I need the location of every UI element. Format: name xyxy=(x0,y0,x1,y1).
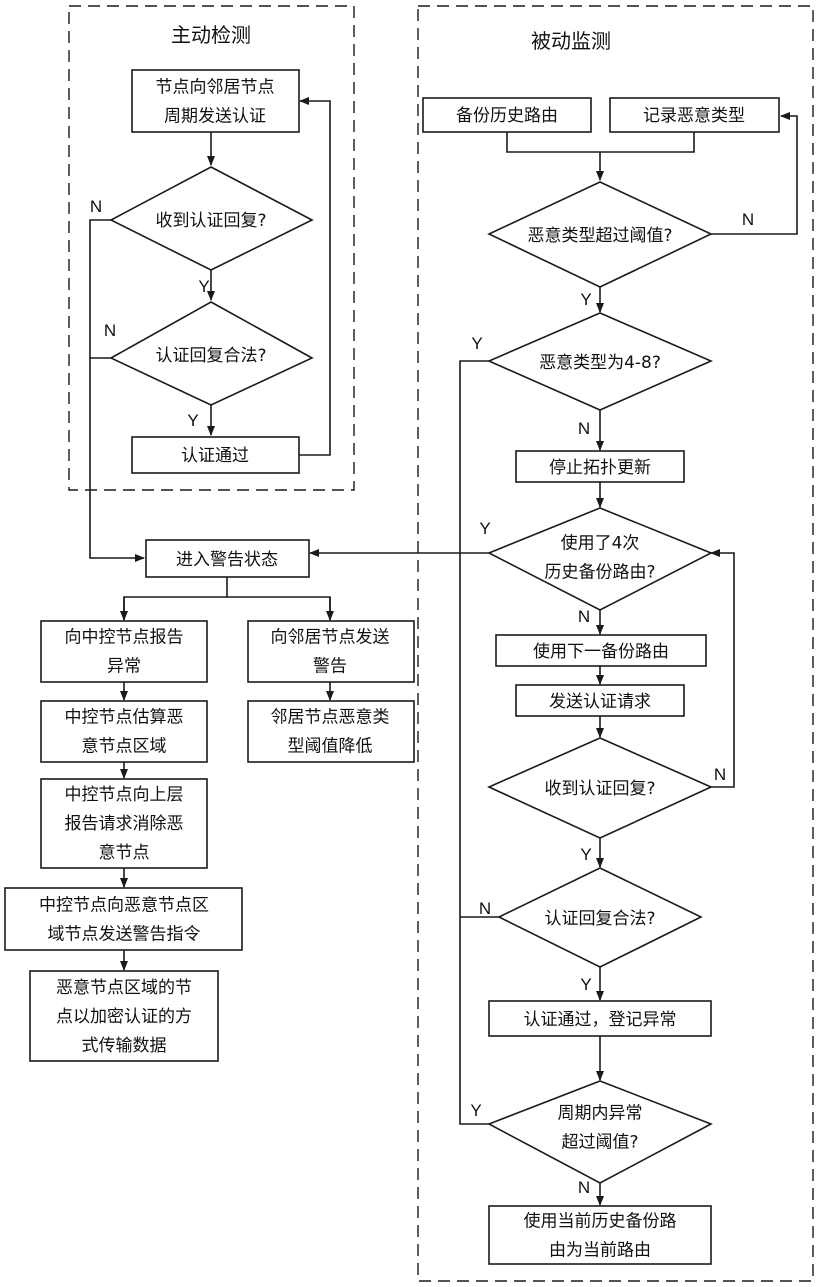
node-label-p10: 认证回复合法? xyxy=(544,909,655,929)
node-label-line: 报告请求消除恶 xyxy=(65,814,184,834)
node-label-line: 邻居节点恶意类 xyxy=(271,708,390,728)
node-label-p1: 备份历史路由 xyxy=(456,106,558,126)
node-label-p4: 恶意类型为4-8? xyxy=(539,353,661,373)
branch-yes-label: Y xyxy=(470,1101,481,1120)
branch-no-label: N xyxy=(578,419,590,438)
node-label-line: 恶意类型为4-8? xyxy=(539,353,661,373)
node-label-line: 式传输数据 xyxy=(82,1036,167,1056)
node-label-line: 意节点区域 xyxy=(82,737,167,757)
node-label-line: 使用下一备份路由 xyxy=(533,641,669,662)
branch-no-label: N xyxy=(479,899,491,918)
branch-yes-label: Y xyxy=(580,845,591,864)
node-label-line: 型阈值降低 xyxy=(288,737,373,757)
branch-no-label: N xyxy=(714,765,726,784)
node-label-line: 异常 xyxy=(107,657,141,677)
node-label-p9: 收到认证回复? xyxy=(544,779,655,799)
node-label-line: 认证回复合法? xyxy=(544,909,655,929)
node-label-line: 超过阈值? xyxy=(561,1133,638,1153)
node-label-line: 认证通过 xyxy=(181,446,249,466)
node-label-p3: 恶意类型超过阈值? xyxy=(527,226,672,246)
branch-no-label: N xyxy=(104,321,116,340)
node-label-line: 使用了4次 xyxy=(561,533,640,554)
node-label-a2: 收到认证回复? xyxy=(155,211,266,231)
node-label-line: 停止拓扑更新 xyxy=(549,458,651,478)
node-label-line: 警告 xyxy=(313,657,347,677)
node-label-p11: 认证通过，登记异常 xyxy=(524,1010,677,1030)
branch-yes-label: Y xyxy=(198,277,209,296)
node-label-a4: 认证通过 xyxy=(181,446,249,466)
branch-no-label: N xyxy=(742,210,754,229)
node-label-line: 周期内异常 xyxy=(558,1104,643,1124)
node-label-a3: 认证回复合法? xyxy=(155,346,266,366)
node-label-line: 进入警告状态 xyxy=(176,550,278,570)
branch-no-label: N xyxy=(578,1178,590,1197)
node-label-line: 域节点发送警告指令 xyxy=(48,925,201,945)
branch-yes-label: Y xyxy=(580,975,591,994)
node-label-line: 中控节点估算恶 xyxy=(65,708,184,728)
node-label-p5: 停止拓扑更新 xyxy=(549,458,651,478)
node-label-line: 历史备份路由? xyxy=(544,563,655,583)
branch-no-label: N xyxy=(90,197,102,216)
node-label-line: 认证回复合法? xyxy=(155,346,266,366)
active-detection-title: 主动检测 xyxy=(171,23,251,47)
node-label-line: 备份历史路由 xyxy=(456,106,558,126)
node-label-line: 收到认证回复? xyxy=(155,211,266,231)
node-label-p2: 记录恶意类型 xyxy=(643,106,745,126)
node-label-line: 意节点 xyxy=(99,843,150,863)
node-label-line: 恶意类型超过阈值? xyxy=(527,226,672,246)
node-label-line: 向邻居节点发送 xyxy=(271,628,390,648)
node-label-w0: 进入警告状态 xyxy=(176,550,278,570)
node-label-line: 周期发送认证 xyxy=(164,107,266,127)
decision-used-4-backup-routes xyxy=(489,508,711,610)
node-label-line: 收到认证回复? xyxy=(544,779,655,799)
node-label-line: 发送认证请求 xyxy=(549,692,651,712)
node-label-line: 向中控节点报告 xyxy=(65,628,184,648)
node-label-line: 认证通过，登记异常 xyxy=(524,1010,677,1030)
branch-yes-label: Y xyxy=(580,290,591,309)
branch-yes-label: Y xyxy=(471,334,482,353)
node-label-p8: 发送认证请求 xyxy=(549,692,651,712)
node-label-line: 恶意节点区域的节 xyxy=(56,978,192,998)
node-label-line: 中控节点向恶意节点区 xyxy=(39,896,209,916)
branch-yes-label: Y xyxy=(479,519,490,538)
node-label-line: 节点向邻居节点 xyxy=(156,78,275,98)
node-label-line: 中控节点向上层 xyxy=(65,785,184,805)
branch-no-label: N xyxy=(578,607,590,626)
branch-yes-label: Y xyxy=(187,411,198,430)
passive-monitoring-title: 被动监测 xyxy=(531,29,611,53)
node-label-line: 由为当前路由 xyxy=(549,1241,651,1261)
node-label-line: 使用当前历史备份路 xyxy=(524,1211,677,1232)
node-label-line: 记录恶意类型 xyxy=(643,106,745,126)
node-label-line: 点以加密认证的方 xyxy=(56,1007,192,1027)
node-label-p7: 使用下一备份路由 xyxy=(533,641,669,662)
